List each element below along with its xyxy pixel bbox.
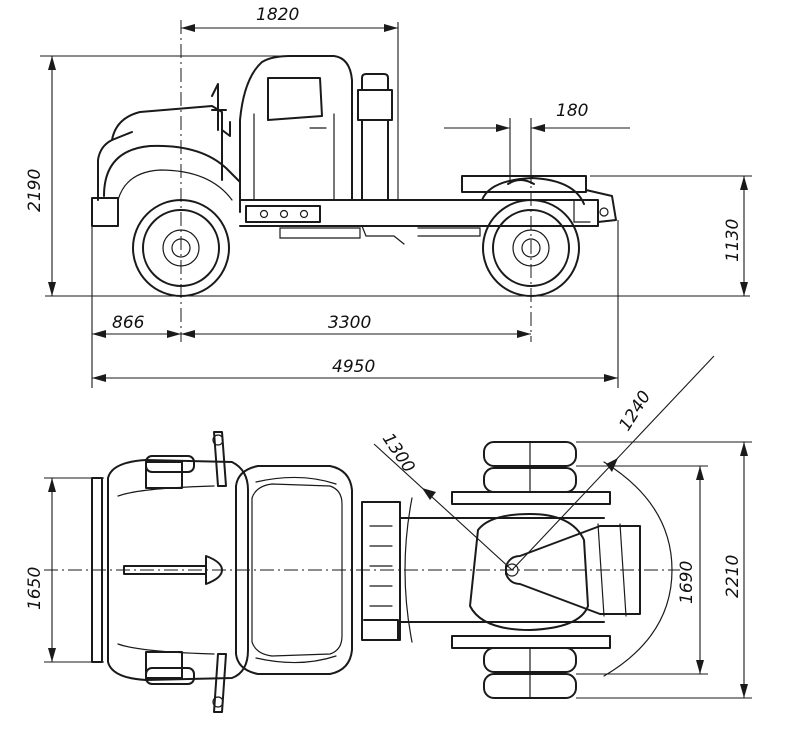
dim-label-1820: 1820 — [256, 5, 299, 25]
arrow — [740, 684, 748, 698]
stack-ribs — [369, 525, 393, 607]
arrow — [740, 282, 748, 296]
mirror-head — [212, 434, 224, 446]
arrow — [604, 374, 618, 382]
cab-roof-panel — [251, 483, 343, 657]
frame-rail — [239, 199, 599, 227]
cab-window — [267, 77, 323, 121]
stack-base — [363, 619, 399, 641]
dim-label-866: 866 — [112, 313, 145, 333]
fender-crease — [117, 485, 215, 655]
stack-top-view — [361, 501, 401, 641]
tow-hook — [599, 207, 609, 217]
step-hole — [279, 209, 289, 219]
cab — [239, 55, 353, 201]
hood-emblem — [205, 555, 223, 585]
dim-label-1690: 1690 — [677, 561, 697, 604]
arrow — [92, 330, 106, 338]
side-mirror — [211, 83, 227, 131]
dim-label-1130: 1130 — [723, 219, 743, 262]
dim-label-2190: 2190 — [25, 169, 45, 212]
mirror-right — [213, 653, 227, 713]
running-board — [245, 205, 321, 223]
arrow — [384, 24, 398, 32]
kingpin — [505, 563, 519, 577]
dim-label-4950: 4950 — [332, 357, 375, 377]
fender-lamp-left — [145, 461, 183, 489]
rear-dual-wheel-left — [483, 441, 577, 493]
dim-label-3300: 3300 — [328, 313, 371, 333]
top-view: 1240 1300 1650 1690 2210 — [25, 355, 752, 713]
radius-line-1300 — [373, 443, 513, 571]
rear-dual-wheel-right — [483, 647, 577, 699]
rear-axle-housing-left — [451, 491, 611, 505]
front-fender-inner — [117, 169, 233, 201]
cab-roof — [235, 465, 353, 675]
ramp-lines — [597, 523, 627, 617]
arrow — [92, 374, 106, 382]
front-wheel-right-top — [145, 667, 195, 685]
arrow — [48, 282, 56, 296]
arrow — [531, 124, 545, 132]
dim-label-180: 180 — [556, 101, 588, 121]
cab-rain-gutter — [255, 476, 337, 664]
side-view: 1820 180 2190 1130 866 3300 — [25, 5, 752, 388]
fifth-wheel-plate — [461, 175, 587, 193]
swing-arc-front — [404, 497, 413, 643]
hood-top — [107, 459, 249, 681]
mirror-head — [212, 696, 224, 708]
step-hole — [299, 209, 309, 219]
arrow — [496, 124, 510, 132]
front-wheel-left-top — [145, 455, 195, 473]
stack-top — [361, 73, 389, 91]
rear-fender — [481, 177, 585, 205]
rear-axle-housing-right — [451, 635, 611, 649]
arrow — [740, 176, 748, 190]
arrow — [48, 648, 56, 662]
air-line — [361, 225, 405, 245]
arrow — [48, 56, 56, 70]
arrow — [48, 478, 56, 492]
swing-arc-rear — [603, 461, 673, 677]
fifth-wheel-slot — [505, 525, 641, 615]
arrow — [422, 488, 436, 500]
arrow — [181, 24, 195, 32]
dim-label-1650: 1650 — [25, 567, 45, 610]
dim-label-1240: 1240 — [615, 387, 655, 434]
front-bumper — [91, 197, 119, 227]
rear-bracket — [573, 199, 591, 223]
front-fender — [103, 144, 241, 213]
arrow — [606, 458, 618, 472]
stack-body — [361, 119, 389, 201]
arrow — [181, 330, 195, 338]
arrow — [696, 660, 704, 674]
grille — [97, 131, 133, 201]
fender-lamp-right — [145, 651, 183, 679]
arrow — [167, 330, 181, 338]
arrow — [740, 442, 748, 456]
fuel-tank — [279, 227, 361, 239]
fifth-wheel-top — [469, 513, 589, 631]
mirror-left — [213, 431, 227, 487]
mirror-bracket — [221, 121, 231, 137]
stack-head — [357, 89, 393, 121]
rear-bumper — [585, 189, 617, 223]
hood — [111, 105, 223, 181]
arrow — [696, 466, 704, 480]
dim-label-2210: 2210 — [723, 555, 743, 598]
frame-crossmember — [417, 227, 481, 237]
step-hole — [259, 209, 269, 219]
arrow — [517, 330, 531, 338]
